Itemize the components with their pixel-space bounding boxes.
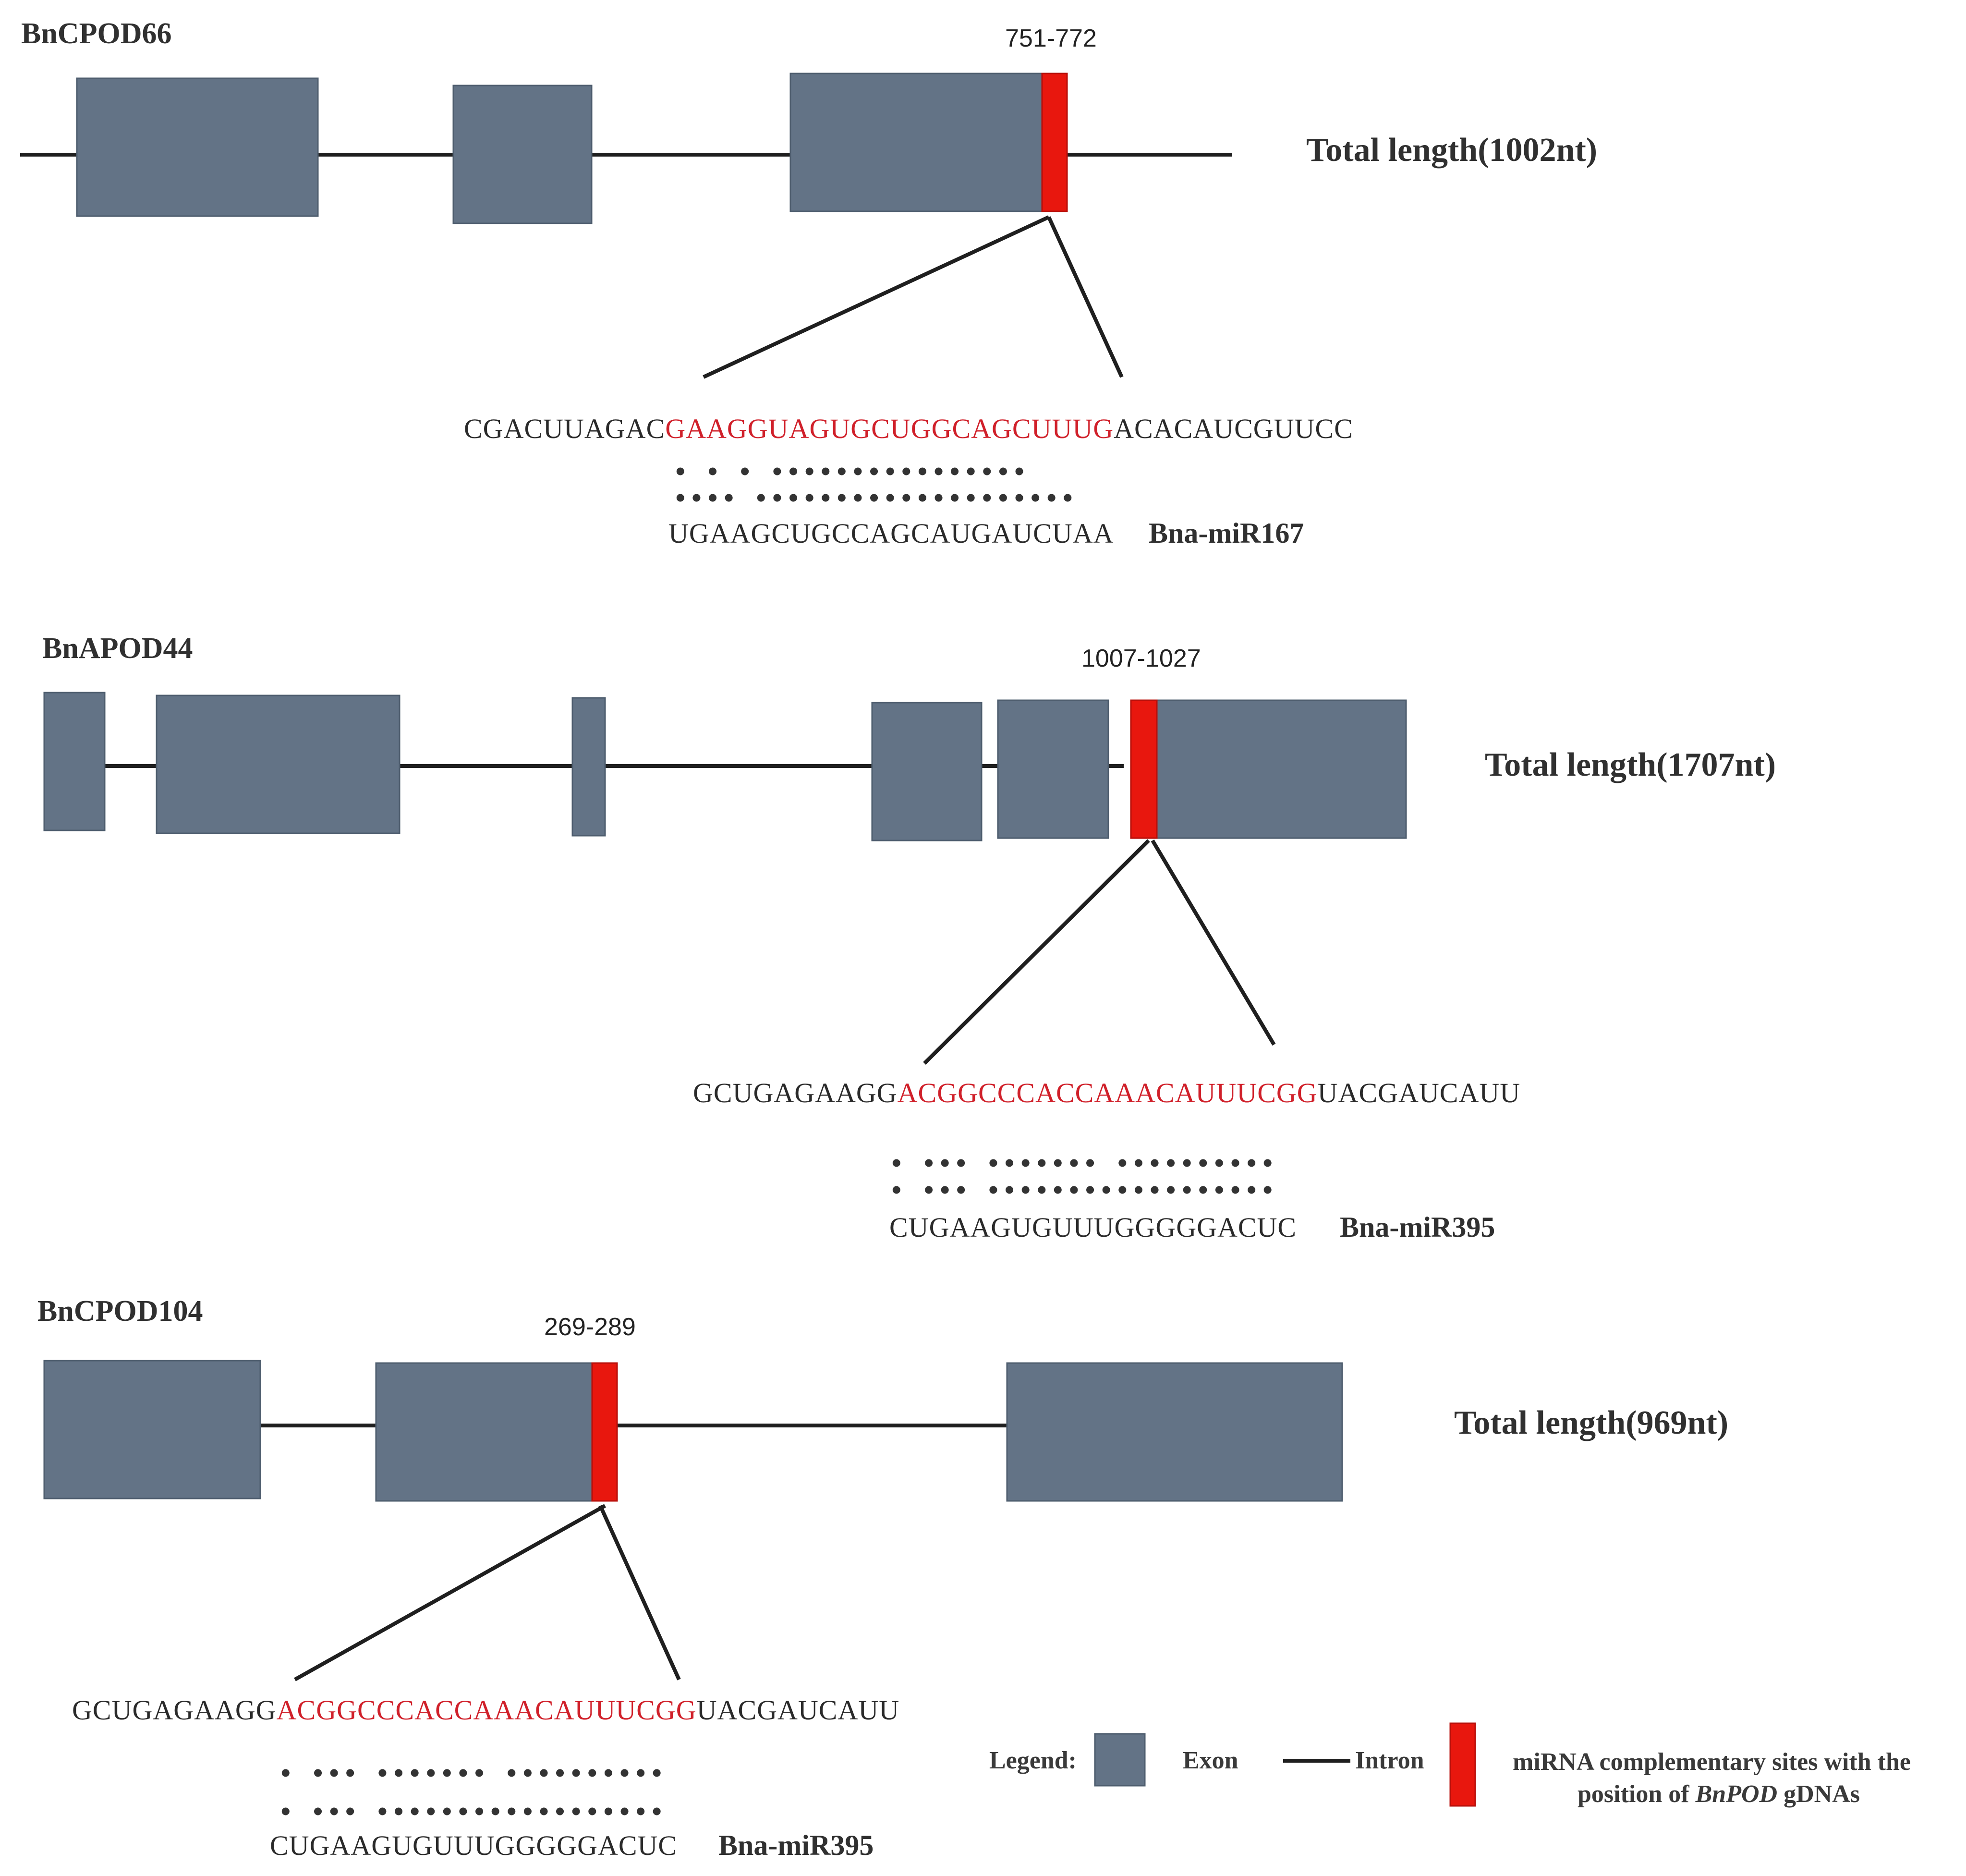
exon-box [76, 77, 319, 217]
pairing-dots-row1: • ••• ••••••• •••••••••• [888, 1149, 1276, 1180]
seq-complementary-site: GAAGGUAGUGCUGGCAGCUUUG [665, 413, 1114, 444]
gene-bncpod66: BnCPOD66 751-772 Total length(1002nt) CG… [20, 17, 1597, 549]
target-sequence: GCUGAGAAGGACGGCCCACCAAACAUUUCGGUACGAUCAU… [72, 1694, 899, 1726]
legend-site-text-pre: position of [1578, 1780, 1696, 1808]
legend-site-swatch [1449, 1722, 1476, 1807]
mirna-site-marker [1041, 73, 1068, 212]
total-length-label: Total length(969nt) [1454, 1404, 1728, 1441]
mirna-sequence: CUGAAGUGUUUGGGGGACUC [889, 1212, 1297, 1243]
total-length-label: Total length(1707nt) [1485, 746, 1776, 783]
site-position-label: 269-289 [544, 1313, 636, 1341]
exon-box [997, 699, 1109, 839]
seq-complementary-site: ACGGCCCACCAAACAUUUCGG [277, 1694, 697, 1726]
exon-box [43, 1360, 261, 1499]
legend-title: Legend: [989, 1747, 1077, 1774]
gene-name: BnAPOD44 [42, 632, 193, 665]
exon-box [156, 694, 400, 834]
zoom-line-right [1047, 216, 1124, 378]
legend: Legend: Exon Intron miRNA complementary … [989, 1722, 1911, 1808]
zoom-line-right [1151, 839, 1276, 1046]
pairing-dots-row2: • ••• •••••••••••••••••• [888, 1176, 1276, 1207]
legend-intron-label: Intron [1355, 1747, 1424, 1774]
exon-box [789, 73, 1051, 212]
site-position-label: 1007-1027 [1081, 645, 1201, 672]
legend-exon-label: Exon [1183, 1747, 1238, 1774]
seq-flank-right: UACGAUCAUU [697, 1694, 899, 1726]
gene-bnapod44: BnAPOD44 1007-1027 Total length(1707nt) … [42, 632, 1776, 1243]
zoom-line-left [294, 1504, 606, 1681]
mirna-sequence: UGAAGCUGCCAGCAUGAUCUAA [668, 518, 1114, 549]
zoom-line-left [923, 839, 1150, 1065]
exon-box [43, 692, 106, 831]
legend-site-label-line2: position of BnPOD gDNAs [1578, 1780, 1860, 1808]
pairing-dots-row2: •••• •••••••••••••••••••• [672, 484, 1076, 515]
mirna-site-marker [1130, 699, 1158, 839]
seq-flank-right: UACGAUCAUU [1318, 1077, 1520, 1109]
site-position-label: 751-772 [1005, 24, 1097, 52]
mirna-name: Bna-miR395 [718, 1829, 874, 1861]
total-length-label: Total length(1002nt) [1306, 132, 1597, 169]
exon-box [375, 1362, 593, 1502]
mirna-name: Bna-miR167 [1149, 517, 1304, 549]
legend-site-label-line1: miRNA complementary sites with the [1513, 1748, 1911, 1776]
seq-flank-left: GCUGAGAAGG [72, 1694, 277, 1726]
pairing-dots-row1: • • • •••••••••••••••• [672, 458, 1027, 488]
seq-flank-left: CGACUUAGAC [464, 413, 665, 444]
mirna-sequence: CUGAAGUGUUUGGGGGACUC [270, 1830, 677, 1861]
seq-complementary-site: ACGGCCCACCAAACAUUUCGG [898, 1077, 1318, 1109]
seq-flank-left: GCUGAGAAGG [693, 1077, 898, 1109]
gene-bncpod104: BnCPOD104 269-289 Total length(969nt) GC… [37, 1295, 1728, 1861]
zoom-line-left [703, 215, 1050, 379]
exon-box [871, 702, 983, 841]
legend-site-text-italic: BnPOD [1695, 1780, 1777, 1808]
gene-name: BnCPOD66 [21, 17, 171, 50]
seq-flank-right: ACACAUCGUUCC [1114, 413, 1353, 444]
exon-box [452, 85, 593, 224]
legend-site-text-post: gDNAs [1777, 1780, 1860, 1808]
pairing-dots-row1: • ••• ••••••• •••••••••• [278, 1759, 665, 1790]
exon-box [1006, 1362, 1343, 1502]
gene-name: BnCPOD104 [37, 1295, 203, 1328]
mirna-site-marker [591, 1362, 618, 1502]
zoom-line-right [598, 1505, 681, 1681]
pairing-dots-row2: • ••• •••••••••••••••••• [278, 1798, 665, 1828]
exon-box [1154, 699, 1407, 839]
legend-exon-swatch [1094, 1733, 1146, 1787]
target-sequence: GCUGAGAAGGACGGCCCACCAAACAUUUCGGUACGAUCAU… [693, 1077, 1520, 1109]
mirna-name: Bna-miR395 [1340, 1211, 1495, 1243]
exon-box [571, 697, 606, 837]
target-sequence: CGACUUAGACGAAGGUAGUGCUGGCAGCUUUGACACAUCG… [464, 413, 1353, 444]
